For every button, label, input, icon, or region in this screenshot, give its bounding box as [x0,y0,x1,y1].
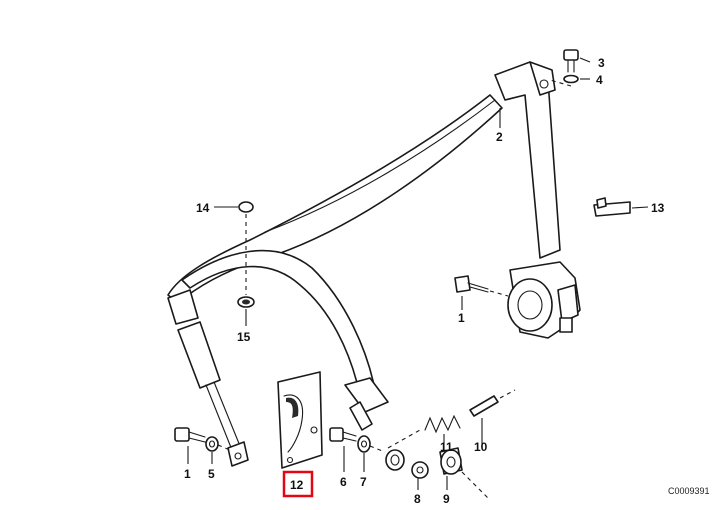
shoulder-guide-part-2 [494,61,561,259]
bushing-assembly [385,449,405,471]
callout-9: 9 [443,492,450,506]
callout-14: 14 [196,201,210,215]
bolt-part-3 [563,49,591,73]
callout-1-lower: 1 [184,467,191,481]
callout-4: 4 [596,73,603,87]
bolt-part-1-lower [174,427,206,464]
callout-8: 8 [414,492,421,506]
washer-part-7 [357,435,386,472]
callout-15: 15 [237,330,251,344]
cap-part-14 [214,201,254,295]
bracket-plate-part-12 [277,371,323,469]
belt-webbing [167,94,503,431]
callout-12: 12 [290,478,304,492]
bolt-part-1-upper [454,275,509,310]
callout-6: 6 [340,475,347,489]
callout-11: 11 [440,440,453,454]
belt-end-fitting [167,289,249,467]
callout-3: 3 [598,56,605,70]
callout-5: 5 [208,467,215,481]
washer-part-5 [205,436,231,464]
pin-part-10 [387,389,516,449]
bolt-part-6 [329,427,357,472]
callout-2: 2 [496,130,503,144]
callout-7: 7 [360,475,367,489]
callout-13: 13 [651,201,665,215]
callout-1-upper: 1 [458,311,465,325]
washer-part-4 [549,74,590,87]
cover-cap-part-13 [593,197,649,217]
catalog-number: C0009391 [668,486,710,496]
retractor-unit [507,261,581,339]
highlight-box-12 [282,470,314,498]
sleeve-part-9 [439,447,491,501]
callout-10: 10 [474,440,488,454]
washer-part-8 [411,461,429,490]
spring-part-11 [424,414,461,450]
clip-part-15 [237,296,255,326]
